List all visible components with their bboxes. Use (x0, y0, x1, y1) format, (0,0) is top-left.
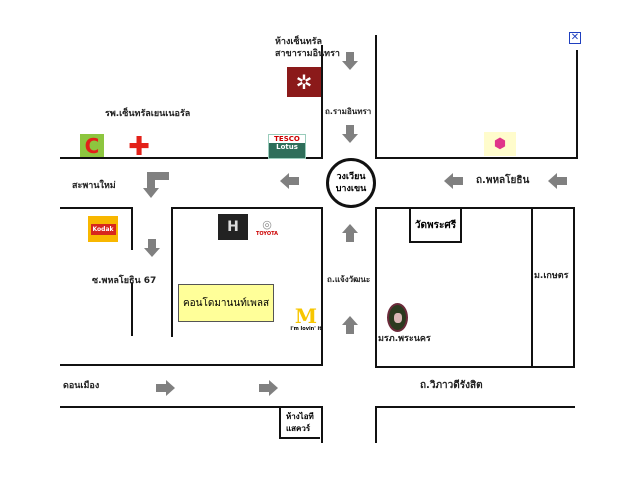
label-line: ห้างเซ็นทรัล (275, 37, 322, 47)
vibhavadi-road-label: ถ.วิภาวดีรังสิต (420, 380, 483, 391)
arrow-right-icon (259, 380, 278, 396)
toyota-logo: ◎TOYOTA (253, 216, 281, 238)
road-edge (573, 207, 575, 368)
university-logo: ⬢ (484, 132, 516, 156)
road-edge (321, 207, 323, 366)
tesco-lotus-logo: TESCO Lotus (268, 134, 306, 159)
soi-67-label: ซ.พหลโยธิน 67 (92, 276, 157, 286)
road-edge (60, 157, 323, 159)
hospital-label: รพ.เซ็นทรัลเยนเนอรัล (105, 109, 191, 119)
road-edge (131, 207, 133, 250)
temple-box: วัดพระศรี (409, 207, 462, 243)
road-edge (375, 207, 377, 368)
saphan-mai-label: สะพานใหม่ (72, 181, 116, 191)
central-logo: ✲ (287, 67, 321, 97)
rajabhat-seal-logo (387, 303, 408, 332)
rajabhat-label: มรภ.พระนคร (378, 334, 431, 344)
honda-logo: H (218, 214, 248, 240)
road-edge (171, 207, 173, 337)
road-edge (171, 207, 323, 209)
kodak-logo: Kodak (88, 216, 118, 242)
arrow-down-icon (144, 239, 160, 257)
roundabout-label-2: บางเขน (335, 184, 367, 194)
close-button[interactable]: ✕ (569, 32, 581, 44)
road-edge (375, 366, 575, 368)
hospital-cross-icon: ✚ (128, 132, 150, 162)
road-edge (576, 50, 578, 159)
label-line: สาขารามอินทรา (275, 49, 340, 59)
roundabout: วงเวียน บางเขน (326, 158, 376, 208)
lotus-text: Lotus (269, 143, 305, 158)
arrow-down-icon (342, 125, 358, 143)
kasetsart-label: ม.เกษตร (534, 271, 569, 281)
road-edge (321, 45, 323, 159)
road-edge (60, 364, 323, 366)
road-edge (375, 207, 575, 209)
roundabout-label-1: วงเวียน (336, 172, 366, 182)
road-edge (375, 406, 377, 443)
bigc-logo: C (80, 134, 104, 158)
arrow-left-icon (444, 173, 463, 189)
label-line: ห้างไอที (286, 412, 314, 421)
central-mall-label: ห้างเซ็นทรัลสาขารามอินทรา (275, 36, 340, 60)
mcdonalds-arches-icon: M (294, 304, 318, 328)
road-edge (321, 406, 323, 443)
road-edge (375, 157, 578, 159)
road-edge (131, 283, 133, 336)
it-square-box: ห้างไอที แสควร์ (279, 406, 320, 439)
road-edge (531, 207, 533, 368)
tesco-text: TESCO (269, 135, 305, 143)
road-edge (375, 35, 377, 159)
phahon-road-label: ถ.พหลโยธิน (476, 175, 530, 186)
arrow-turn-down-icon (143, 172, 169, 198)
ram-inthra-road-label: ถ.รามอินทรา (325, 107, 372, 116)
arrow-right-icon (156, 380, 175, 396)
chaeng-road-label: ถ.แจ้งวัฒนะ (327, 275, 371, 284)
road-edge (375, 406, 575, 408)
don-mueang-label: ดอนเมือง (63, 381, 100, 391)
close-icon: ✕ (570, 32, 580, 43)
road-edge (60, 207, 133, 209)
road-edge (60, 406, 323, 408)
kodak-text: Kodak (90, 223, 116, 235)
mcdonalds-slogan: i'm lovin' it (290, 326, 322, 332)
toyota-text: TOYOTA (255, 230, 279, 237)
arrow-up-icon (342, 316, 358, 334)
arrow-up-icon (342, 224, 358, 242)
arrow-left-icon (280, 173, 299, 189)
arrow-left-icon (548, 173, 567, 189)
label-line: แสควร์ (286, 424, 311, 433)
condo-box: คอนโดมานนท์เพลส (178, 284, 274, 322)
arrow-down-icon (342, 52, 358, 70)
toyota-emblem-icon: ◎ (262, 217, 272, 231)
